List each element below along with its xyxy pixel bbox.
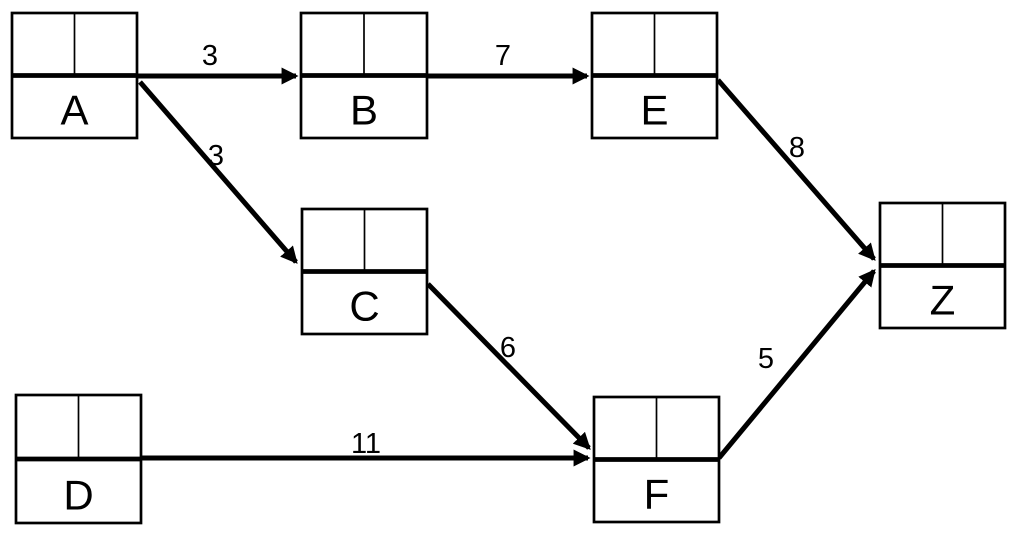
- edge-weight-E-Z: 8: [789, 132, 805, 164]
- edge-weight-A-B: 3: [202, 40, 218, 72]
- node-label-A: A: [60, 87, 88, 134]
- node-A: A: [10, 11, 139, 140]
- edge-weight-A-C: 3: [208, 140, 224, 172]
- edge-line-A-C: [138, 80, 298, 264]
- edge-E-Z: 8: [716, 78, 876, 261]
- edge-line-F-Z: [717, 269, 876, 460]
- edge-weight-F-Z: 5: [758, 343, 774, 375]
- node-E: E: [590, 11, 719, 140]
- edge-D-F: 11: [141, 428, 591, 467]
- node-F: F: [592, 395, 721, 524]
- edge-C-F: 6: [426, 282, 591, 450]
- edge-B-E: 7: [427, 40, 590, 85]
- node-label-C: C: [349, 283, 379, 330]
- node-label-Z: Z: [930, 277, 956, 324]
- node-label-D: D: [63, 472, 93, 519]
- edge-A-B: 3: [137, 40, 299, 85]
- edge-F-Z: 5: [717, 269, 876, 460]
- node-C: C: [300, 207, 429, 336]
- edge-weight-D-F: 11: [351, 428, 381, 460]
- node-label-B: B: [350, 87, 378, 134]
- node-B: B: [299, 11, 429, 140]
- edge-line-E-Z: [716, 78, 876, 261]
- node-label-E: E: [640, 87, 668, 134]
- node-Z: Z: [878, 201, 1007, 330]
- node-label-F: F: [644, 471, 670, 518]
- edge-weight-C-F: 6: [500, 332, 516, 364]
- edge-line-C-F: [426, 282, 591, 450]
- edge-A-C: 3: [138, 80, 298, 264]
- edge-weight-B-E: 7: [495, 40, 511, 72]
- node-D: D: [14, 393, 143, 525]
